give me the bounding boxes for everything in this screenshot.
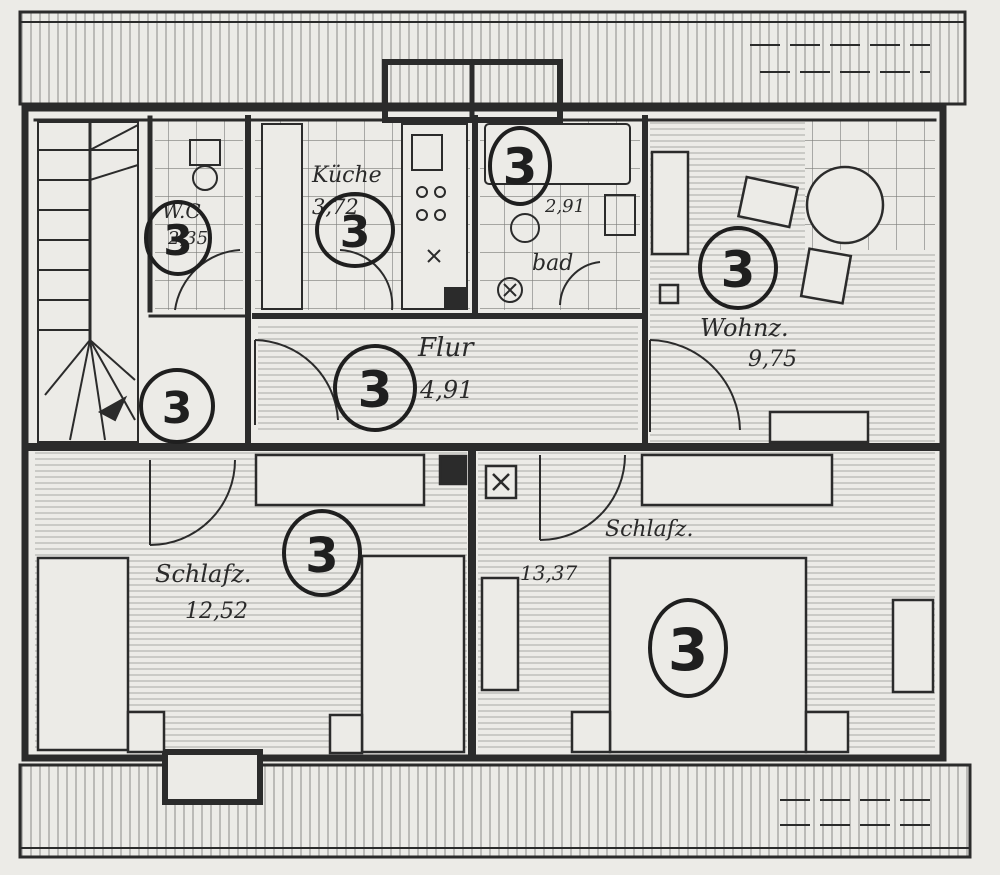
bedroom-furniture xyxy=(36,453,935,755)
wc-area: 2,35 xyxy=(167,228,208,249)
marker-wc-circle xyxy=(144,200,212,276)
bad-label: bad xyxy=(532,251,573,276)
marker-kueche-circle xyxy=(315,192,395,268)
bad-area: 2,91 xyxy=(544,196,585,217)
flur-label: Flur xyxy=(417,333,475,363)
marker-stairs-circle xyxy=(139,368,215,444)
schlafz-left-area: 12,52 xyxy=(185,599,248,624)
flur-floor xyxy=(258,322,638,434)
marker-flur-circle xyxy=(333,344,417,432)
circled-markers xyxy=(139,126,778,698)
marker-flur: 3 xyxy=(358,361,393,419)
marker-bad: 3 xyxy=(503,138,538,196)
marker-wohnz: 3 xyxy=(721,241,756,299)
marker-stairs: 3 xyxy=(162,383,193,434)
schlafz-right-area: 13,37 xyxy=(520,561,578,585)
marker-schlafz-left: 3 xyxy=(305,528,338,584)
marker-bad-circle xyxy=(488,126,552,206)
wc-fixtures xyxy=(189,139,221,191)
wohnz-label: Wohnz. xyxy=(700,314,789,342)
kueche-label: Küche xyxy=(311,163,382,188)
schlafz-left-label: Schlafz. xyxy=(155,560,251,588)
marker-schlafz-right: 3 xyxy=(668,616,708,684)
marker-kueche: 3 xyxy=(340,207,371,258)
roof-band-top xyxy=(18,10,967,106)
kitchen-fixtures xyxy=(261,123,468,310)
bath-fixtures xyxy=(484,123,636,303)
walls xyxy=(21,59,947,805)
staircase xyxy=(37,121,139,443)
marker-schlafz-left-circle xyxy=(282,509,362,597)
marker-wohnz-circle xyxy=(698,226,778,310)
marker-schlafz-right-circle xyxy=(648,598,728,698)
wc-floor xyxy=(155,120,243,310)
schlafz-right-label: Schlafz. xyxy=(605,517,693,542)
wohnz-area: 9,75 xyxy=(748,347,797,372)
room-labels: W.C. 2,35 Küche 3,72 2,91 bad Wohnz. 9,7… xyxy=(155,163,797,624)
marker-digits: 3 3 3 3 3 3 3 3 xyxy=(162,138,756,684)
wohnz-furniture xyxy=(650,150,885,444)
door-swings xyxy=(149,249,741,546)
marker-wc: 3 xyxy=(163,216,192,265)
flur-area: 4,91 xyxy=(419,376,473,404)
